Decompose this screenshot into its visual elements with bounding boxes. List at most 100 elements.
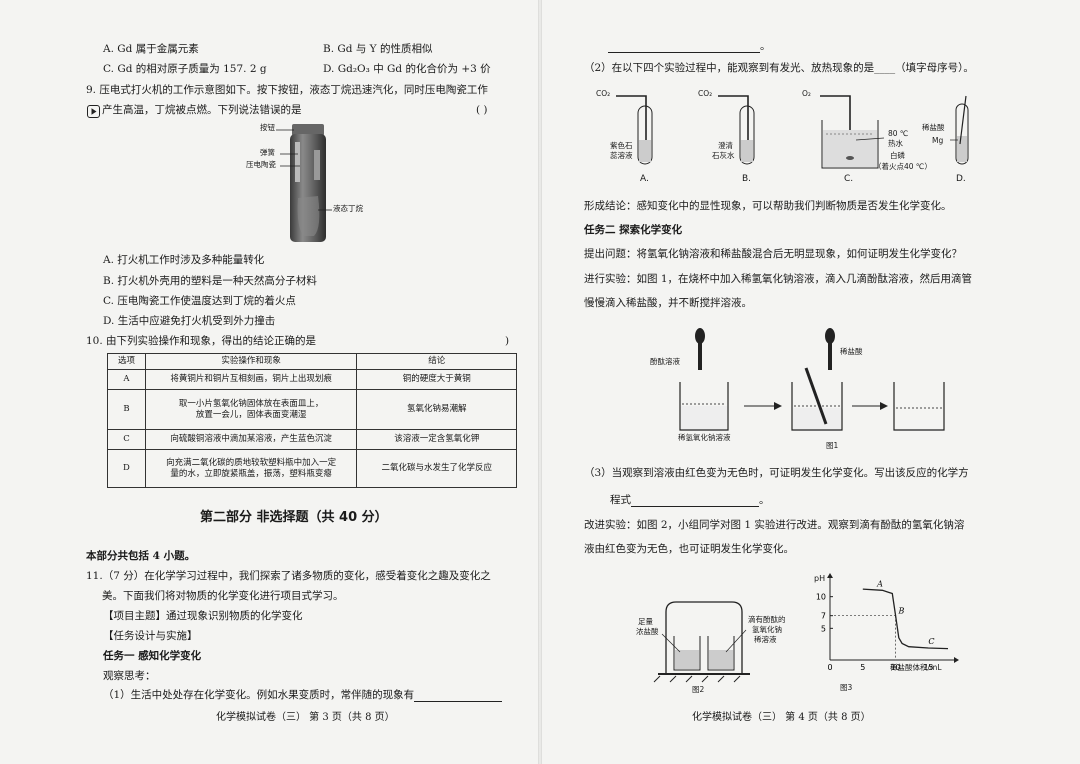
q3-line2: 程式 。 <box>610 494 770 507</box>
x-axis-label: 稀盐酸体积/mL <box>890 663 942 672</box>
task2-heading: 任务二 探索化学变化 <box>584 224 683 236</box>
label-co2-a: CO₂ <box>596 89 611 98</box>
label-dilute-naoh: 稀氢氧化钠溶液 <box>678 433 731 442</box>
page-gutter <box>538 0 542 764</box>
q10-table: 选项 实验操作和现象 结论 A 将黄铜片和铜片互相刻画，铜片上出现划痕 铜的硬度… <box>107 352 517 489</box>
q8-option-d: D. Gd₂O₃ 中 Gd 的化合价为 +3 价 <box>323 63 491 75</box>
improve-line2: 液由红色变为无色，也可证明发生化学变化。 <box>584 543 794 555</box>
q8-option-a: A. Gd 属于金属元素 <box>103 43 199 55</box>
y-axis-arrow <box>827 573 833 578</box>
q9-answer-paren: ( ) <box>476 104 488 116</box>
label-phenolphthalein: 酚酞溶液 <box>650 357 680 366</box>
answer-blank[interactable] <box>414 700 503 702</box>
q3-period: 。 <box>759 494 770 506</box>
label-option-b: B. <box>742 174 752 184</box>
label-phenol-naoh-3: 稀溶液 <box>754 635 777 644</box>
table-cell: 二氧化碳与水发生了化学反应 <box>356 449 517 489</box>
label-phenol-naoh-2: 氢氧化钠 <box>752 625 782 634</box>
x-axis-arrow <box>954 657 959 663</box>
label-limewater-1: 澄清 <box>718 141 733 150</box>
part2-note: 本部分共包括 4 小题。 <box>86 550 196 562</box>
x-tick-label: 10 <box>890 663 900 672</box>
table-row: B 取一小片氢氧化钠固体放在表面皿上， 放置一会儿，固体表面变潮湿 氢氧化钠易潮… <box>107 389 517 431</box>
q11-stem-line2: 美。下面我们将对物质的化学变化进行项目式学习。 <box>102 590 344 602</box>
table-header-cell: 实验操作和现象 <box>144 352 358 371</box>
answer-blank[interactable] <box>608 51 760 53</box>
label-o2-c: O₂ <box>802 89 811 98</box>
q9-stem-line1: 9. 压电式打火机的工作示意图如下。按下按钮，液态丁烷迅速汽化，同时压电陶瓷工作 <box>86 84 488 96</box>
label-ignition-point: （着火点40 ℃） <box>874 162 932 171</box>
continuation-blank-line: 。 <box>608 40 771 53</box>
label-option-d: D. <box>956 174 966 184</box>
label-phenol-naoh-1: 滴有酚酞的 <box>748 615 786 624</box>
figure-1: 酚酞溶液 稀盐酸 稀氢氧化钠溶液 图1 <box>648 322 958 454</box>
x-tick-label: 0 <box>827 663 832 672</box>
footer-page3: 化学模拟试卷（三） 第 3 页（共 8 页） <box>216 712 395 723</box>
figure-3-caption: 图3 <box>840 683 853 692</box>
label-butane: 液态丁烷 <box>333 204 363 213</box>
table-cell: 该溶液一定含氢氧化钾 <box>356 429 517 451</box>
y-axis-label: pH <box>814 574 826 583</box>
q2-stem: （2）在以下四个实验过程中，能观察到有发光、放热现象的是____（填字母序号）。 <box>584 62 974 74</box>
question-text: 提出问题：将氢氧化钠溶液和稀盐酸混合后无明显现象，如何证明发生化学变化？ <box>584 248 962 260</box>
label-white-phosphorus: 白磷 <box>890 151 905 160</box>
table-cell: A <box>107 369 146 391</box>
q11-task-design: 【任务设计与实施】 <box>103 630 198 642</box>
q9-option-d: D. 生活中应避免打火机受到外力撞击 <box>103 315 276 327</box>
table-header-cell: 选项 <box>107 352 146 371</box>
point-label-c: C <box>928 637 934 646</box>
q11-stem-line1: 11.（7 分）在化学学习过程中，我们探索了诸多物质的变化，感受着变化之趣及变化… <box>86 570 491 582</box>
figure-2-caption: 图2 <box>692 685 705 694</box>
label-dilute-hcl-d: 稀盐酸 <box>922 123 945 132</box>
table-cell: D <box>107 449 146 489</box>
q11-sub1-text: （1）生活中处处存在化学变化。例如水果变质时，常伴随的现象有 <box>103 689 415 701</box>
table-cell: 取一小片氢氧化钠固体放在表面皿上， 放置一会儿，固体表面变潮湿 <box>144 389 358 431</box>
figure-1-caption: 图1 <box>826 441 839 450</box>
q11-task1-heading: 任务一 感知化学变化 <box>103 650 202 662</box>
table-cell: 向硫酸铜溶液中滴加某溶液，产生蓝色沉淀 <box>144 429 358 451</box>
label-mg: Mg <box>932 136 944 145</box>
left-page: A. Gd 属于金属元素 B. Gd 与 Y 的性质相似 C. Gd 的相对原子… <box>86 43 517 723</box>
label-litmus-2: 蕊溶液 <box>610 151 633 160</box>
improve-line1: 改进实验：如图 2，小组同学对图 1 实验进行改进。观察到滴有酚酞的氢氧化钠溶 <box>584 519 965 531</box>
table-cell: 铜的硬度大于黄铜 <box>356 369 517 391</box>
table-row: A 将黄铜片和铜片互相刻画，铜片上出现划痕 铜的硬度大于黄铜 <box>107 369 517 391</box>
table-cell: C <box>107 429 146 451</box>
four-experiments-figure: CO₂ 紫色石 蕊溶液 A. CO₂ 澄清 石灰水 B. O₂ 80 ℃ 热水 … <box>588 82 988 190</box>
q8-option-c: C. Gd 的相对原子质量为 157. 2 g <box>103 63 267 75</box>
q11-observe: 观察思考： <box>103 670 156 682</box>
label-limewater-2: 石灰水 <box>712 151 735 160</box>
equation-blank[interactable] <box>631 505 759 507</box>
point-label-a: A <box>876 579 883 588</box>
x-tick-label: 15 <box>923 663 933 672</box>
y-tick-label: 10 <box>816 593 826 602</box>
label-hot-water: 热水 <box>888 139 903 148</box>
label-litmus-1: 紫色石 <box>610 141 633 150</box>
label-option-a: A. <box>640 174 649 184</box>
q3-prefix: 程式 <box>610 494 631 506</box>
label-dilute-hcl: 稀盐酸 <box>840 347 863 356</box>
q9-option-b: B. 打火机外壳用的塑料是一种天然高分子材料 <box>103 275 317 287</box>
q9-option-a: A. 打火机工作时涉及多种能量转化 <box>103 254 265 266</box>
right-page: 。 （2）在以下四个实验过程中，能观察到有发光、放热现象的是____（填字母序号… <box>540 0 1080 764</box>
table-row: D 向充满二氧化碳的质地较软塑料瓶中加入一定 量的水，立即旋紧瓶盖，振荡，塑料瓶… <box>107 449 517 489</box>
label-button: 按钮 <box>260 123 275 132</box>
q8-option-b: B. Gd 与 Y 的性质相似 <box>323 43 433 55</box>
label-option-c: C. <box>844 174 854 184</box>
blank-period: 。 <box>760 40 771 52</box>
conclusion-text: 形成结论：感知变化中的显性现象，可以帮助我们判断物质是否发生化学变化。 <box>584 200 952 212</box>
label-excess: 足量 <box>638 617 653 626</box>
table-cell: 氢氧化钠易潮解 <box>356 389 517 431</box>
y-tick-label: 7 <box>821 612 826 621</box>
experiment-line1: 进行实验：如图 1，在烧杯中加入稀氢氧化钠溶液，滴入几滴酚酞溶液，然后用滴管 <box>584 273 973 285</box>
figure-2: 足量 浓盐酸 滴有酚酞的 氢氧化钠 稀溶液 图2 <box>636 578 806 698</box>
q10-stem: 10. 由下列实验操作和现象，得出的结论正确的是 <box>86 335 317 347</box>
y-tick-label: 5 <box>821 624 826 633</box>
q9-stem-line2: 产生高温，丁烷被点燃。下列说法错误的是 <box>102 104 302 116</box>
q11-project-theme: 【项目主题】通过现象识别物质的化学变化 <box>103 610 303 622</box>
table-header-cell: 结论 <box>356 352 517 371</box>
ph-curve <box>862 588 949 650</box>
table-cell: B <box>107 389 146 431</box>
